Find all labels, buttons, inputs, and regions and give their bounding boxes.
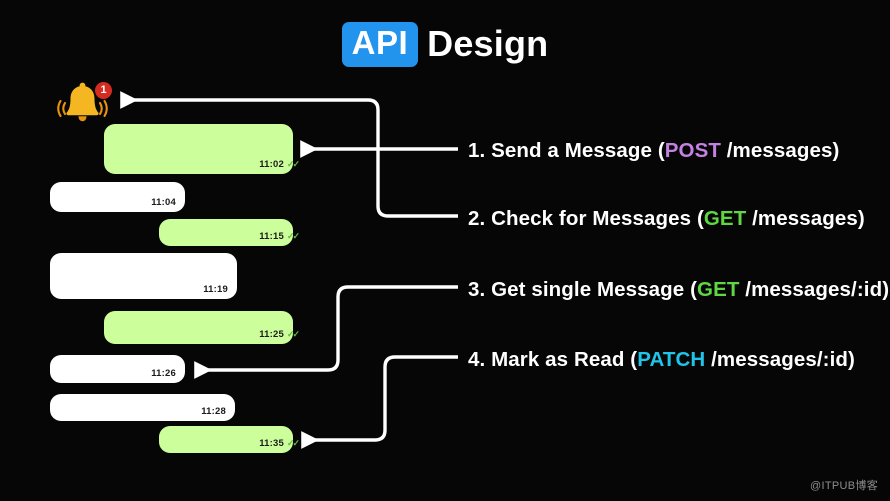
chat-bubble-white-1119[interactable]: 11:19 bbox=[50, 253, 237, 299]
read-receipt-icon: ✓✓ bbox=[286, 438, 300, 448]
http-method: GET bbox=[703, 207, 747, 230]
endpoint-label: Check for Messages bbox=[491, 207, 692, 230]
endpoint-label: Send a Message bbox=[491, 139, 653, 162]
close-paren: ) bbox=[848, 348, 855, 371]
endpoint-label: Get single Message bbox=[491, 278, 685, 301]
read-receipt-icon: ✓✓ bbox=[286, 159, 300, 169]
endpoint-path: /messages/:id bbox=[745, 278, 883, 301]
chat-bubble-white-1104[interactable]: 11:04 bbox=[50, 182, 185, 212]
bubble-timestamp: 11:26 bbox=[151, 368, 176, 379]
timestamp-text: 11:35✓✓ bbox=[259, 438, 300, 449]
bubble-timestamp: 11:25✓✓ bbox=[259, 329, 300, 340]
endpoint-label: Mark as Read bbox=[491, 348, 625, 371]
close-paren: ) bbox=[857, 207, 865, 230]
endpoint-index: 3. bbox=[468, 278, 486, 301]
open-paren: ( bbox=[630, 348, 638, 371]
bubble-timestamp: 11:04 bbox=[151, 197, 176, 208]
http-method: GET bbox=[697, 278, 740, 301]
bell-icon bbox=[57, 82, 108, 122]
timestamp-text: 11:19 bbox=[203, 284, 228, 295]
endpoint-item-1[interactable]: 1. Send a Message (POST /messages) bbox=[468, 139, 839, 163]
endpoint-index: 4. bbox=[468, 348, 486, 371]
endpoint-path: /messages/:id bbox=[711, 348, 848, 371]
api-badge: API bbox=[341, 22, 419, 67]
endpoint-index: 2. bbox=[468, 207, 486, 230]
bubble-timestamp: 11:02✓✓ bbox=[259, 159, 300, 170]
open-paren: ( bbox=[690, 278, 698, 301]
notification-bell[interactable]: 1 bbox=[55, 81, 113, 125]
endpoint-item-4[interactable]: 4. Mark as Read (PATCH /messages/:id) bbox=[468, 348, 855, 372]
endpoint-path: /messages bbox=[752, 207, 858, 230]
close-paren: ) bbox=[882, 278, 890, 301]
read-receipt-icon: ✓✓ bbox=[286, 329, 300, 339]
watermark: @ITPUB博客 bbox=[810, 480, 878, 492]
open-paren: ( bbox=[696, 207, 704, 230]
bubble-timestamp: 11:15✓✓ bbox=[259, 231, 300, 242]
timestamp-text: 11:15✓✓ bbox=[259, 231, 300, 242]
chat-bubble-white-1128[interactable]: 11:28 bbox=[50, 394, 235, 421]
close-paren: ) bbox=[832, 139, 840, 162]
http-method: PATCH bbox=[637, 348, 706, 371]
timestamp-text: 11:28 bbox=[201, 406, 226, 417]
chat-bubble-green-1125[interactable]: 11:25✓✓ bbox=[104, 311, 300, 344]
http-method: POST bbox=[664, 139, 721, 162]
title-word-design: Design bbox=[427, 23, 549, 65]
notification-count-badge: 1 bbox=[95, 82, 112, 99]
read-receipt-icon: ✓✓ bbox=[286, 231, 300, 241]
timestamp-text: 11:25✓✓ bbox=[259, 329, 300, 340]
open-paren: ( bbox=[657, 139, 665, 162]
chat-bubble-green-1115[interactable]: 11:15✓✓ bbox=[159, 219, 300, 246]
endpoint-path: /messages bbox=[726, 139, 833, 162]
chat-bubble-white-1126[interactable]: 11:26 bbox=[50, 355, 185, 383]
endpoint-index: 1. bbox=[468, 139, 486, 162]
bubble-timestamp: 11:35✓✓ bbox=[259, 438, 300, 449]
endpoint-item-2[interactable]: 2. Check for Messages (GET /messages) bbox=[468, 207, 865, 231]
bubble-timestamp: 11:28 bbox=[201, 406, 226, 417]
chat-bubble-green-1102[interactable]: 11:02✓✓ bbox=[104, 124, 300, 174]
timestamp-text: 11:04 bbox=[151, 197, 176, 208]
connector-endpoint-4 bbox=[301, 355, 458, 449]
bubble-timestamp: 11:19 bbox=[203, 284, 228, 295]
endpoint-item-3[interactable]: 3. Get single Message (GET /messages/:id… bbox=[468, 278, 889, 302]
timestamp-text: 11:02✓✓ bbox=[259, 159, 300, 170]
timestamp-text: 11:26 bbox=[151, 368, 176, 379]
chat-bubble-green-1135[interactable]: 11:35✓✓ bbox=[159, 426, 300, 453]
